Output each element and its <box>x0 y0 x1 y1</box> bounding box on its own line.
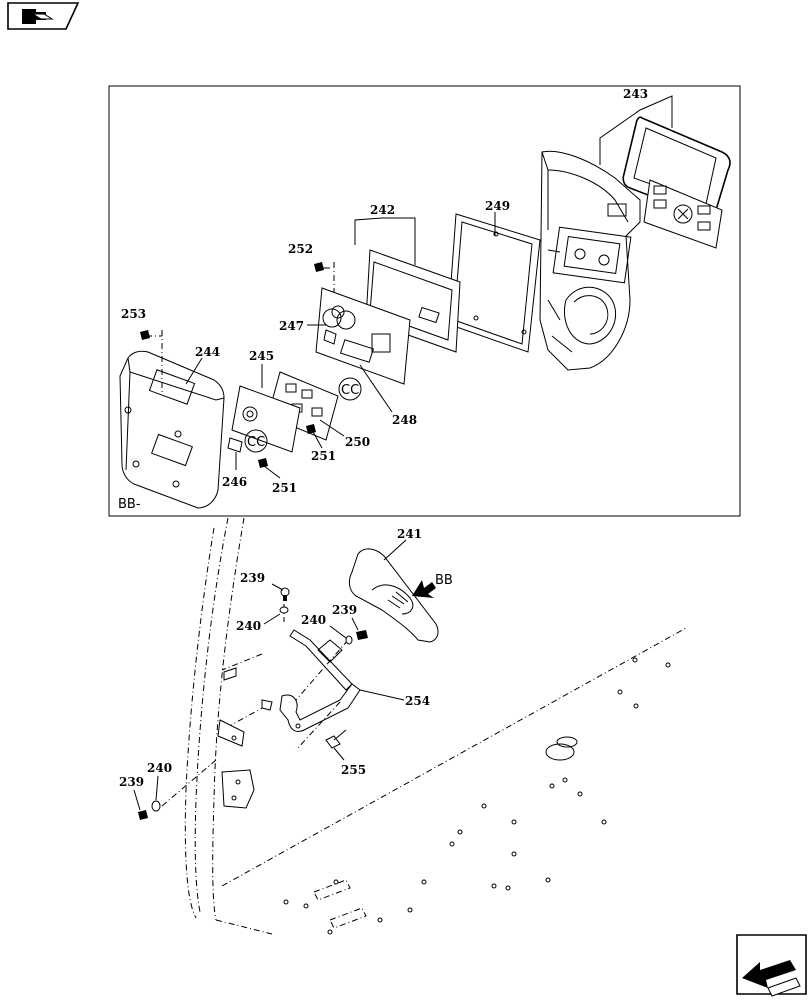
part-244-housing <box>119 350 225 509</box>
label-245: 245 <box>249 349 274 363</box>
part-251-screw-b <box>258 458 268 468</box>
part-252-screw <box>314 262 330 272</box>
floor-holes <box>283 657 671 935</box>
part-241-cover <box>348 548 439 643</box>
label-250: 250 <box>345 435 370 449</box>
label-240-b: 240 <box>301 613 326 627</box>
label-253: 253 <box>121 307 146 321</box>
floor-cutout-oval <box>545 736 578 761</box>
label-240-c: 240 <box>147 761 172 775</box>
book-arrow-icon[interactable] <box>7 2 80 30</box>
circle-label-cc-1: CC <box>341 383 359 398</box>
pillar-outline-inner <box>194 517 229 913</box>
bb-arrow-icon <box>412 580 436 598</box>
label-252: 252 <box>288 242 313 256</box>
part-251-screw-a <box>306 424 316 434</box>
part-246-connector <box>227 437 243 453</box>
floor-edge-front <box>215 919 273 935</box>
part-253-screw <box>140 330 150 340</box>
pillar-bracket-upper <box>217 667 273 747</box>
pillar-outline-edge <box>184 527 215 919</box>
part-249-sheet <box>447 213 541 353</box>
floor-edge-back <box>221 627 687 887</box>
part-240-washer-upper <box>279 606 289 614</box>
label-240-a: 240 <box>236 619 261 633</box>
part-243-panel <box>622 116 731 249</box>
part-255-bolt <box>325 729 347 749</box>
label-239-c: 239 <box>119 775 144 789</box>
label-249: 249 <box>485 199 510 213</box>
label-248: 248 <box>392 413 417 427</box>
detail-view-label: BB- <box>118 497 141 512</box>
part-248-board <box>315 287 411 385</box>
floor-slots <box>313 879 367 929</box>
part-243-cover <box>539 150 641 371</box>
label-244: 244 <box>195 345 220 359</box>
label-246: 246 <box>222 475 247 489</box>
detail-view-frame <box>108 85 741 517</box>
label-243: 243 <box>623 87 648 101</box>
part-254-bracket <box>279 629 361 733</box>
circle-label-cc-2: CC <box>247 435 265 450</box>
label-251-b: 251 <box>272 481 297 495</box>
label-255: 255 <box>341 763 366 777</box>
label-242: 242 <box>370 203 395 217</box>
label-239-b: 239 <box>332 603 357 617</box>
pillar-outline-outer <box>212 517 245 921</box>
label-241: 241 <box>397 527 422 541</box>
next-arrow-icon[interactable] <box>736 934 807 997</box>
part-240-washer-lower <box>151 800 161 812</box>
part-239-bolt-lower <box>138 810 148 820</box>
part-245-board <box>231 385 301 453</box>
label-239-a: 239 <box>240 571 265 585</box>
callout-label-bb: BB <box>435 573 453 588</box>
pillar-bracket-lower <box>221 769 255 809</box>
part-239-bolt-right <box>356 630 368 640</box>
part-240-washer-right <box>345 635 353 645</box>
label-247: 247 <box>279 319 304 333</box>
label-251-a: 251 <box>311 449 336 463</box>
label-254: 254 <box>405 694 430 708</box>
